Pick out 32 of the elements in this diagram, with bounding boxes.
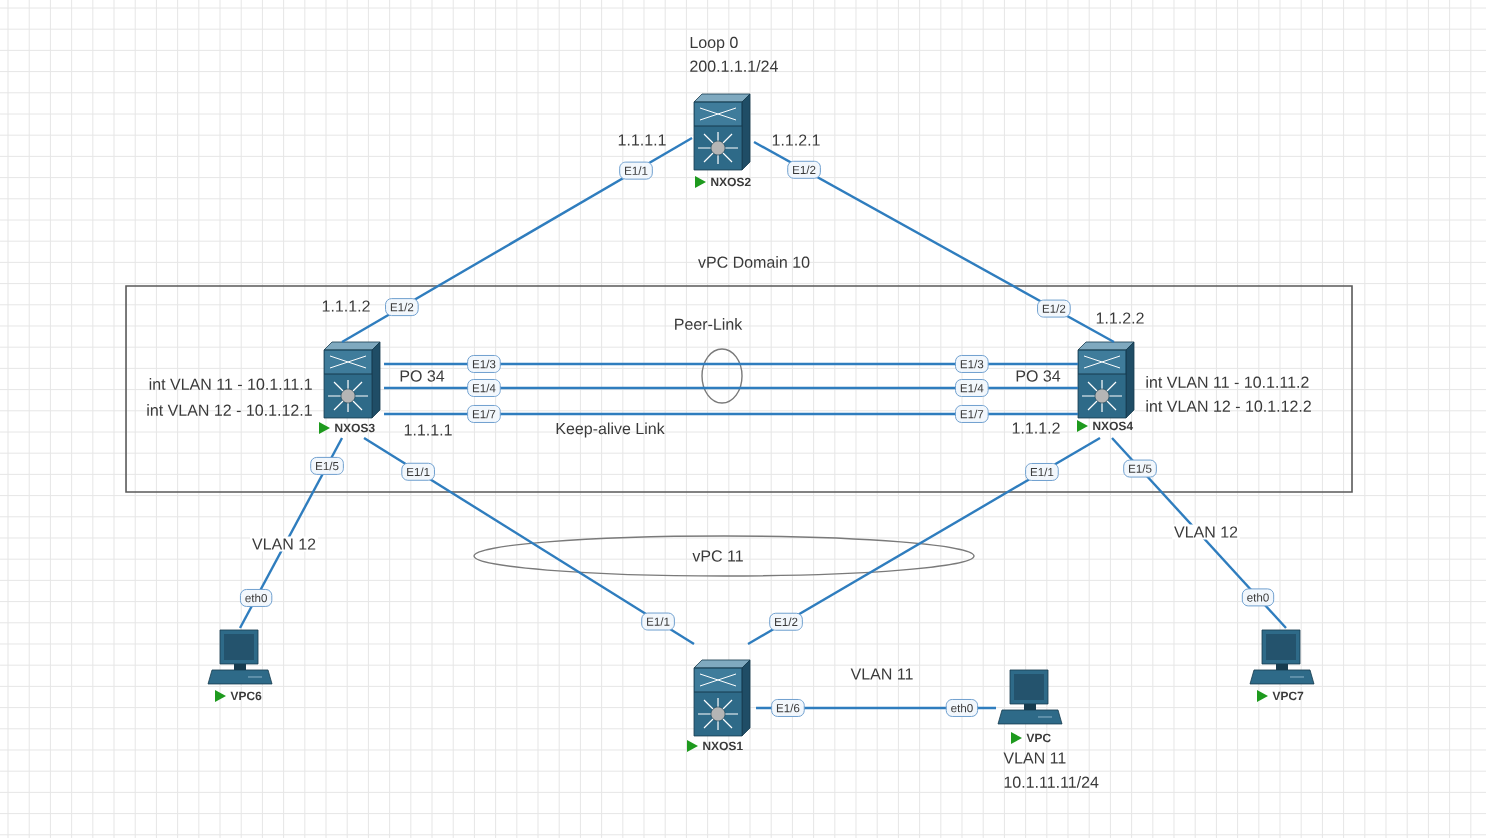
link-line [384, 362, 1078, 366]
link-line [753, 140, 1115, 344]
node-label: vPC Domain 10 [698, 256, 810, 268]
link-line [384, 386, 1078, 390]
channel-label: PO 34 [400, 370, 445, 382]
address-label: 1.1.2.2 [1096, 312, 1144, 324]
edge-label: VLAN 12 [1172, 524, 1241, 540]
address-label: 1.1.1.2 [1012, 422, 1060, 434]
link-line [363, 436, 695, 645]
address-label: 1.1.2.1 [772, 134, 820, 146]
bundle-label: vPC 11 [692, 550, 743, 562]
edge-label: VLAN 12 [250, 536, 319, 552]
host-note: VLAN 11 [1003, 752, 1066, 764]
bundle-label: Peer-Link [675, 318, 743, 330]
link-line [756, 706, 996, 710]
interface-label: int VLAN 11 - 10.1.11.2 [1146, 376, 1309, 388]
interface-label: int VLAN 11 - 10.1.11.1 [149, 378, 312, 390]
interface-label: int VLAN 12 - 10.1.12.2 [1146, 400, 1311, 412]
address-label: 1.1.1.1 [618, 134, 666, 146]
edge-label: Keep-alive Link [556, 422, 665, 438]
link-line [384, 412, 1078, 416]
interface-label: int VLAN 12 - 10.1.12.1 [147, 404, 312, 416]
address-label: 1.1.1.2 [322, 300, 370, 312]
link-line [1111, 437, 1287, 629]
link-line [747, 436, 1101, 645]
loopback-label: 200.1.1.1/24 [690, 60, 778, 72]
edge-label: VLAN 11 [850, 668, 913, 680]
address-label: 1.1.1.1 [404, 424, 452, 436]
loopback-label: Loop 0 [690, 36, 738, 52]
host-note: 10.1.11.11/24 [1004, 776, 1099, 788]
link-line [341, 136, 693, 344]
channel-label: PO 34 [1016, 370, 1061, 382]
